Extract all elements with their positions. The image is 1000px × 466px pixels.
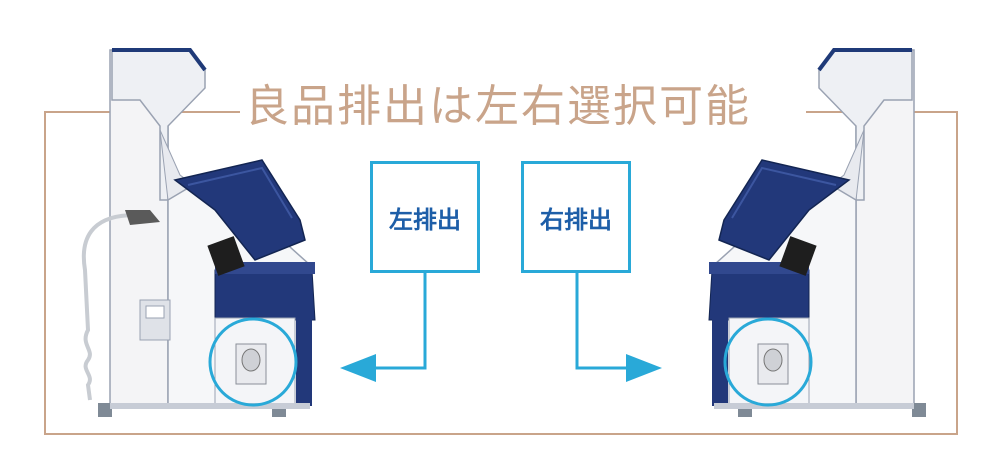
outlet-highlight-circle-right (723, 317, 813, 407)
outlet-highlight-circle-left (208, 317, 298, 407)
arrow-right-icon (575, 273, 662, 382)
diagram-title: 良品排出は左右選択可能 (245, 72, 749, 132)
frame-border (44, 112, 958, 435)
arrow-left-icon (340, 273, 427, 382)
machine-right (708, 48, 926, 417)
right-discharge-label: 右排出 (521, 161, 631, 273)
left-discharge-label: 左排出 (370, 161, 480, 273)
machine-left (81, 48, 316, 417)
